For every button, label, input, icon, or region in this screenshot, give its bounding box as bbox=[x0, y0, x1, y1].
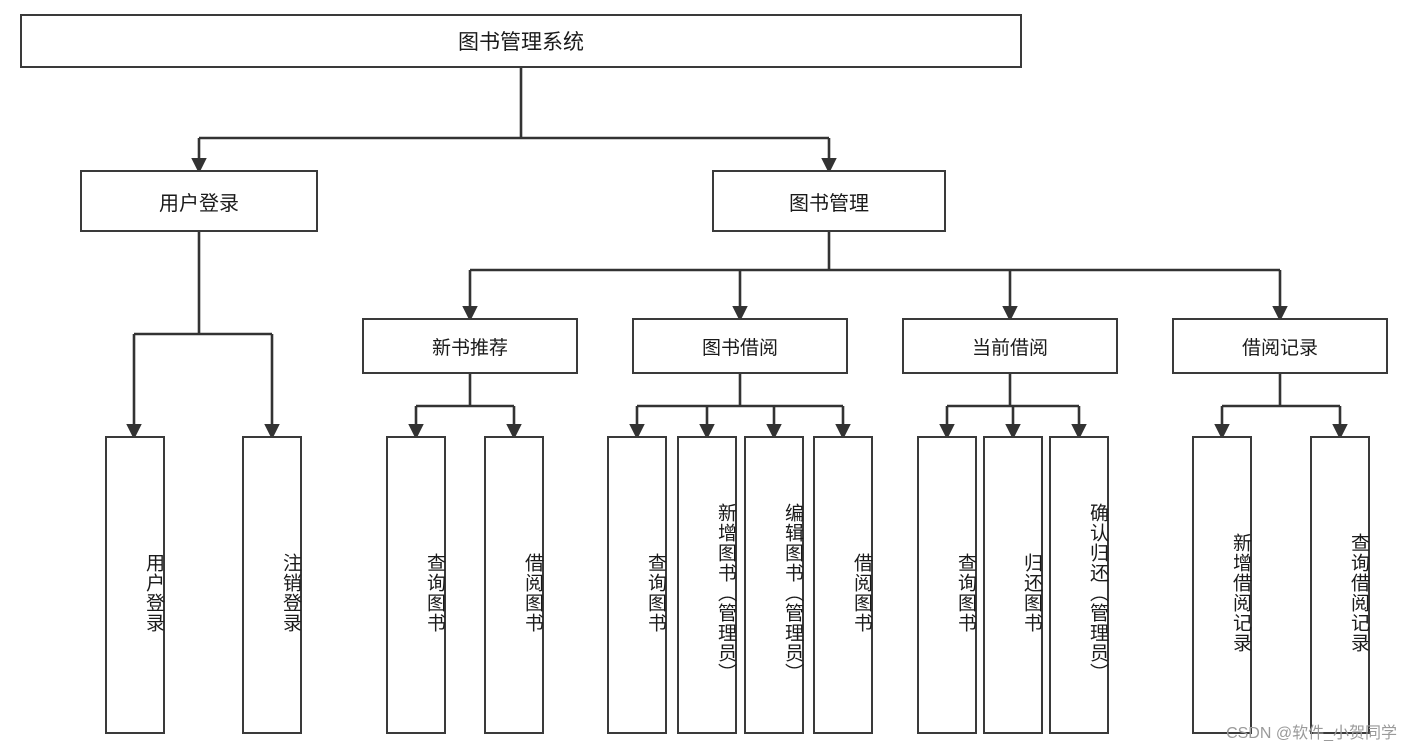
node-leaf-add-record[interactable]: 新增借阅记录 bbox=[1192, 436, 1252, 734]
node-leaf-borrow-book-2[interactable]: 借阅图书 bbox=[813, 436, 873, 734]
node-leaf-user-logout-label: 注销登录 bbox=[280, 553, 301, 633]
node-book-borrow[interactable]: 图书借阅 bbox=[632, 318, 848, 374]
node-leaf-confirm-return-label: 确认归还（管理员） bbox=[1087, 503, 1108, 683]
node-current-borrow[interactable]: 当前借阅 bbox=[902, 318, 1118, 374]
node-leaf-query-book-3[interactable]: 查询图书 bbox=[917, 436, 977, 734]
node-new-book-recommend-label: 新书推荐 bbox=[431, 337, 508, 359]
node-leaf-return-book[interactable]: 归还图书 bbox=[983, 436, 1043, 734]
node-book-manage-label: 图书管理 bbox=[789, 192, 869, 215]
node-current-borrow-label: 当前借阅 bbox=[971, 337, 1048, 359]
watermark: CSDN @软件_小贺同学 bbox=[1226, 725, 1397, 742]
node-leaf-confirm-return[interactable]: 确认归还（管理员） bbox=[1049, 436, 1109, 734]
node-leaf-query-book-2[interactable]: 查询图书 bbox=[607, 436, 667, 734]
node-leaf-edit-book[interactable]: 编辑图书（管理员） bbox=[744, 436, 804, 734]
node-user-login[interactable]: 用户登录 bbox=[80, 170, 318, 232]
node-root-label: 图书管理系统 bbox=[458, 31, 584, 54]
node-leaf-query-book-2-label: 查询图书 bbox=[645, 553, 666, 633]
node-leaf-query-book-3-label: 查询图书 bbox=[955, 553, 976, 633]
node-leaf-add-book-label: 新增图书（管理员） bbox=[715, 503, 736, 683]
node-leaf-return-book-label: 归还图书 bbox=[1021, 553, 1042, 633]
node-leaf-borrow-book-2-label: 借阅图书 bbox=[851, 553, 872, 633]
node-leaf-edit-book-label: 编辑图书（管理员） bbox=[782, 503, 803, 683]
node-borrow-record-label: 借阅记录 bbox=[1241, 337, 1318, 359]
node-borrow-record[interactable]: 借阅记录 bbox=[1172, 318, 1388, 374]
node-book-borrow-label: 图书借阅 bbox=[701, 337, 778, 359]
node-leaf-borrow-book-1-label: 借阅图书 bbox=[522, 553, 543, 633]
node-leaf-add-book[interactable]: 新增图书（管理员） bbox=[677, 436, 737, 734]
node-user-login-label: 用户登录 bbox=[159, 192, 239, 215]
node-new-book-recommend[interactable]: 新书推荐 bbox=[362, 318, 578, 374]
node-leaf-query-book-1-label: 查询图书 bbox=[424, 553, 445, 633]
node-leaf-query-book-1[interactable]: 查询图书 bbox=[386, 436, 446, 734]
node-leaf-user-login-label: 用户登录 bbox=[143, 553, 164, 633]
node-leaf-borrow-book-1[interactable]: 借阅图书 bbox=[484, 436, 544, 734]
node-leaf-query-record-label: 查询借阅记录 bbox=[1348, 533, 1369, 653]
node-leaf-user-logout[interactable]: 注销登录 bbox=[242, 436, 302, 734]
node-leaf-user-login[interactable]: 用户登录 bbox=[105, 436, 165, 734]
node-root[interactable]: 图书管理系统 bbox=[20, 14, 1022, 68]
node-book-manage[interactable]: 图书管理 bbox=[712, 170, 946, 232]
node-leaf-add-record-label: 新增借阅记录 bbox=[1230, 533, 1251, 653]
node-leaf-query-record[interactable]: 查询借阅记录 bbox=[1310, 436, 1370, 734]
